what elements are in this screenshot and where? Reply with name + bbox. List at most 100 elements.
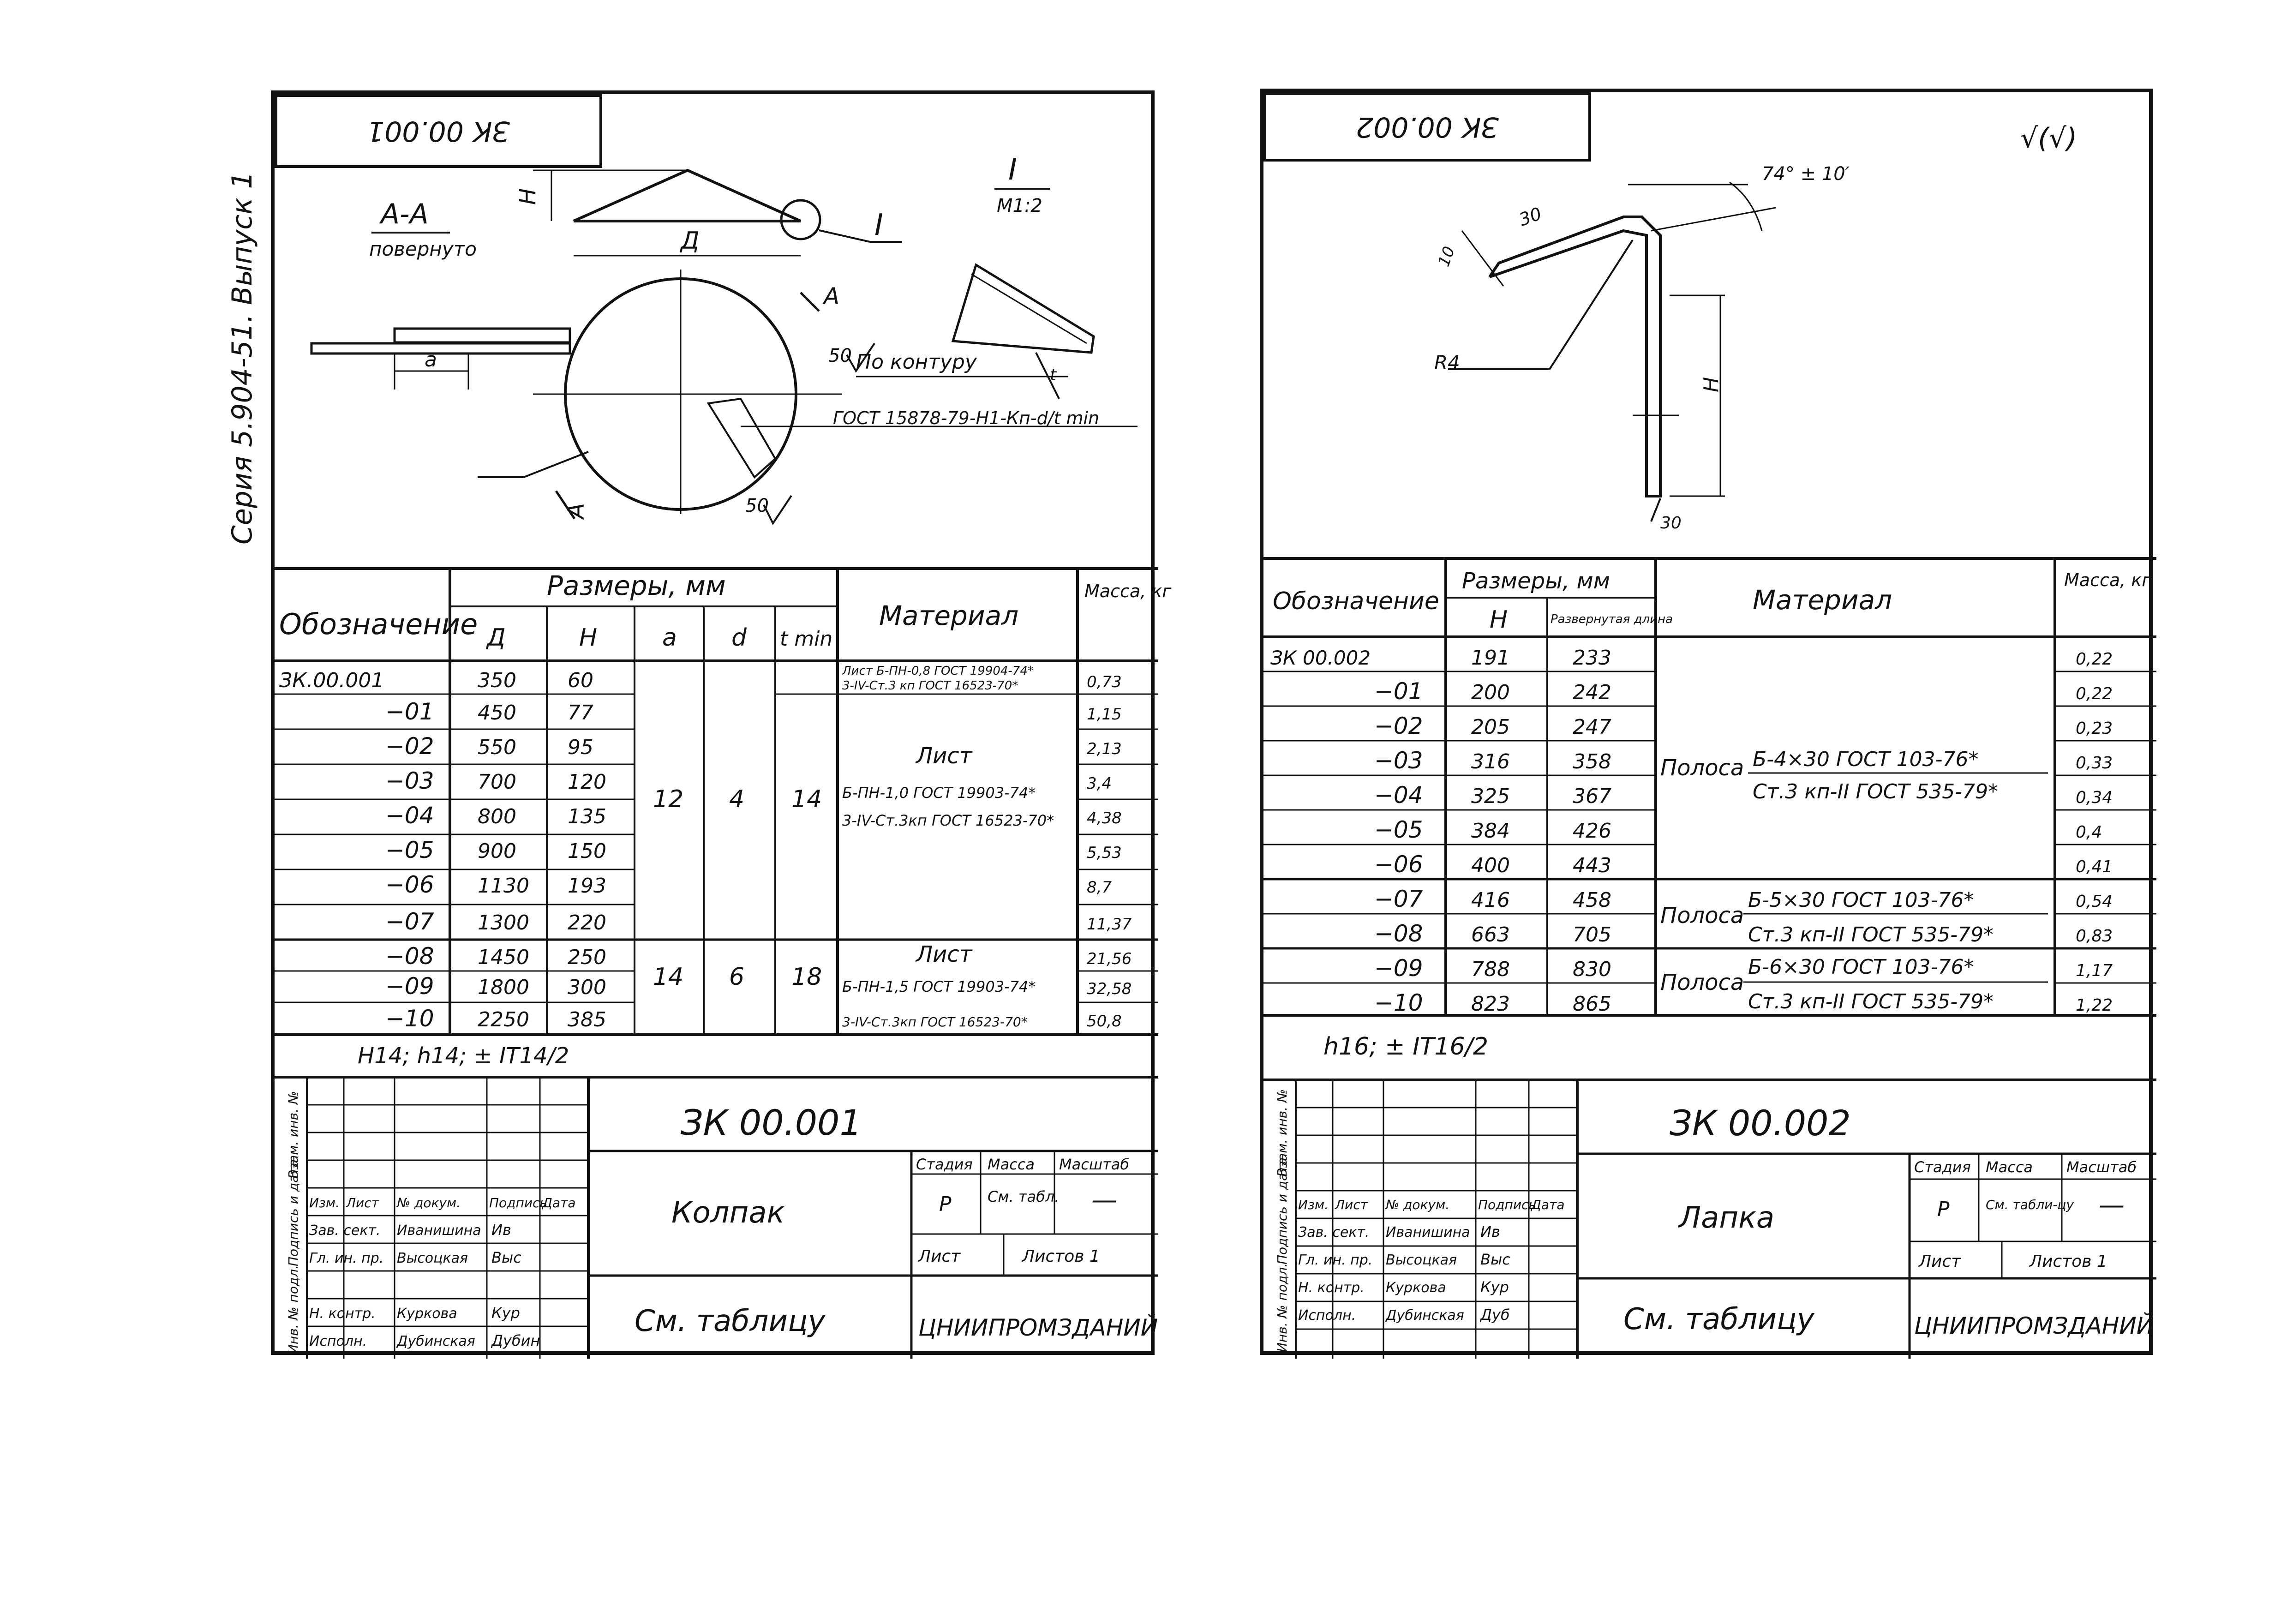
stamp-person: Куркова	[1386, 1280, 1446, 1296]
dim-10: 10	[1435, 244, 1459, 269]
stamp-sheets-r: Листов 1	[2029, 1252, 2107, 1271]
row-code: −01	[385, 698, 434, 725]
row-L: 233	[1573, 646, 1611, 670]
hdr-dims-r: Размеры, мм	[1462, 568, 1610, 594]
row-code: ЗК.00.001	[279, 669, 384, 692]
row-code: −09	[1374, 955, 1423, 982]
stamp-person: Дубинская	[396, 1333, 475, 1349]
row-code: −04	[1374, 782, 1423, 809]
row-L: 358	[1573, 750, 1611, 773]
drawing-sheet-left: ЗК 00.001 Н Д I I М1:2 t А-А повернуто	[271, 90, 1172, 1359]
stamp-org-r: ЦНИИПРОМЗДАНИЙ	[1914, 1312, 2154, 1339]
row-mass: 1,17	[2076, 961, 2113, 980]
left-table-grid	[275, 567, 1158, 1079]
stamp-sign: Ив	[1480, 1223, 1500, 1240]
row-mass: 1,15	[1087, 705, 1122, 724]
row-mass: 0,41	[2076, 857, 2113, 876]
stamp-hdr: № докум.	[1385, 1197, 1449, 1212]
hdr-material-r: Материал	[1753, 584, 1892, 616]
row-D: 900	[478, 839, 516, 863]
stamp-mass-r: См. табли-цу	[1986, 1197, 2074, 1212]
row-mass: 0,54	[2076, 892, 2113, 911]
row-D: 2250	[478, 1008, 529, 1031]
row-H: 788	[1471, 958, 1510, 981]
row-code: −04	[385, 802, 434, 829]
lapka-view	[1448, 181, 1776, 522]
tolerance-right: h16; ± IT16/2	[1323, 1033, 1488, 1061]
row-mass: 21,56	[1087, 950, 1132, 968]
stamp-sign: Дубин	[491, 1332, 540, 1349]
row-H: 384	[1471, 819, 1510, 843]
stamp-material: См. таблицу	[635, 1304, 826, 1338]
row-H: 120	[568, 770, 606, 794]
mark-A-bottom: А	[563, 503, 589, 520]
row-L: 247	[1573, 715, 1611, 739]
row-mass: 0,22	[2076, 650, 2113, 669]
col-H-r: Н	[1490, 606, 1508, 634]
stamp-stage: Р	[939, 1193, 952, 1216]
group2-t: 18	[791, 963, 822, 991]
dim-H-right: Н	[1700, 377, 1723, 392]
stamp-stage-r: Р	[1937, 1198, 1950, 1221]
row-mass: 4,38	[1087, 809, 1122, 827]
row-H: 150	[568, 839, 606, 863]
row-H: 300	[568, 976, 606, 999]
row-mass: 5,53	[1087, 844, 1122, 862]
row-mass: 3,4	[1087, 774, 1112, 793]
row-H: 191	[1471, 646, 1510, 670]
mat2-a: Б-5×30 ГОСТ 103-76*	[1748, 888, 1974, 912]
right-table-grid	[1263, 557, 2156, 1081]
row-mass: 0,73	[1087, 673, 1122, 691]
stamp-sign: Выс	[491, 1249, 521, 1266]
row-H: 385	[568, 1008, 606, 1031]
series-note: Серия 5.904-51. Выпуск 1	[226, 171, 258, 545]
row-L: 458	[1573, 888, 1611, 912]
group1-d: 4	[729, 785, 744, 813]
dim-30b: 30	[1660, 514, 1682, 533]
row-mass: 1,22	[2076, 996, 2113, 1015]
row-mass: 8,7	[1087, 878, 1112, 897]
stamp-scale-r: —	[2099, 1190, 2125, 1220]
stamp-person: Куркова	[397, 1306, 457, 1322]
weld-note: По контуру	[856, 350, 977, 374]
hdr-designation: Обозначение	[279, 607, 478, 641]
dim-30: 30	[1516, 204, 1544, 230]
row-H: 325	[1471, 785, 1510, 808]
drawing-sheet-right: ЗК 00.002 √(√) 74° ± 10′ 30 10 R4 Н 30	[1260, 89, 2156, 1359]
stamp-role: Зав. сект.	[309, 1222, 380, 1239]
dim-D: Д	[680, 227, 700, 255]
row-code: −07	[1374, 886, 1423, 912]
stamp-sign: Ив	[491, 1221, 511, 1239]
row-D: 550	[478, 736, 516, 759]
row-mass: 2,13	[1087, 740, 1122, 758]
hdr-designation-r: Обозначение	[1273, 587, 1439, 615]
stamp-stage-h: Стадия	[916, 1156, 973, 1173]
row-L: 367	[1573, 785, 1611, 808]
stamp-person: Высоцкая	[1386, 1252, 1457, 1268]
gost-note: ГОСТ 15878-79-Н1-Кп-d/t min	[833, 408, 1099, 428]
row-code: −02	[385, 733, 434, 760]
col-H: Н	[579, 624, 597, 652]
col-D: Д	[486, 624, 506, 652]
row-D: 350	[478, 669, 516, 692]
stamp-name: Колпак	[671, 1196, 785, 1230]
stamp-hdr: Изм.	[1298, 1197, 1329, 1212]
side-label: Взам. инв. №	[1275, 1089, 1290, 1177]
mat-g1-a: Б-ПН-1,0 ГОСТ 19903-74*	[842, 784, 1036, 802]
row-H: 135	[568, 805, 606, 828]
stamp-hdr: Подпись	[1478, 1197, 1536, 1212]
row-H: 205	[1471, 715, 1510, 739]
stamp-code-r: ЗК 00.002	[1670, 1103, 1851, 1144]
row-H: 77	[568, 701, 593, 725]
row-D: 450	[478, 701, 516, 725]
stamp-scale-h: Масштаб	[1059, 1156, 1129, 1173]
stamp-person: Иванишина	[397, 1222, 481, 1239]
row-code: −08	[385, 943, 434, 970]
row-L: 426	[1573, 819, 1611, 843]
mat-row1-b: 3-IV-Ст.3 кп ГОСТ 16523-70*	[842, 679, 1018, 693]
row-code: −10	[1374, 989, 1423, 1016]
side-label: Инв. № подл.	[286, 1265, 301, 1354]
